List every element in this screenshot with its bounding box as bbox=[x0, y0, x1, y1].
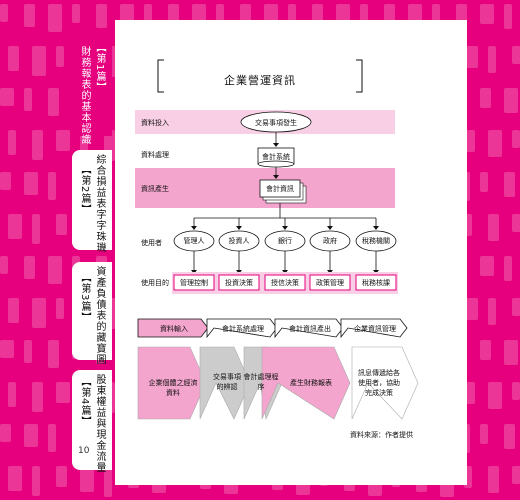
top-stage-label: 會計系統處理 bbox=[222, 325, 264, 333]
figure-title: 企業營運資訊 bbox=[224, 74, 296, 87]
top-stage-label: 會計資訊產出 bbox=[289, 325, 331, 333]
bottom-stage-label: 產生財務報表 bbox=[290, 379, 332, 387]
bottom-stage-label: 會計處理程序 bbox=[243, 373, 279, 391]
purpose-label: 政策管理 bbox=[316, 279, 344, 287]
user-ellipse bbox=[218, 230, 260, 252]
tab-4-title: 股東權益與現金流量 bbox=[94, 374, 105, 473]
tab-4-tag: 【第4篇】 bbox=[79, 376, 90, 428]
row-label-process: 資料處理 bbox=[141, 151, 169, 159]
bottom-stage-chevron bbox=[199, 346, 251, 420]
top-stage-chevron bbox=[274, 318, 344, 339]
user-ellipse bbox=[264, 230, 306, 252]
event-label: 交易事項發生 bbox=[255, 119, 297, 127]
bottom-stage-chevron bbox=[351, 346, 419, 420]
top-stage-label: 企業資訊管理 bbox=[354, 325, 396, 333]
user-ellipse bbox=[355, 230, 397, 252]
purpose-box bbox=[309, 274, 351, 291]
user-ellipse bbox=[309, 230, 351, 252]
purpose-label: 授信決策 bbox=[271, 279, 299, 287]
user-label: 政府 bbox=[323, 237, 337, 245]
user-label: 管理人 bbox=[183, 237, 205, 245]
bottom-stage-chevron bbox=[137, 346, 207, 420]
info-document bbox=[259, 179, 301, 198]
system-label: 會計系統 bbox=[262, 153, 290, 161]
row-label-users: 使用者 bbox=[141, 239, 162, 247]
tab-3-title: 資產負債表的藏寶圖 bbox=[94, 266, 105, 365]
bottom-stage-label: 訊息傳遞給各使用者，協助完成決策 bbox=[358, 369, 400, 397]
row-label-output: 資訊產生 bbox=[141, 185, 169, 193]
user-label: 投資人 bbox=[228, 237, 250, 245]
bottom-stage-chevron bbox=[261, 346, 351, 420]
purpose-label: 投資決策 bbox=[225, 279, 253, 287]
top-stage-chevron bbox=[206, 318, 278, 339]
page-number: 10 bbox=[78, 446, 90, 456]
purpose-box bbox=[218, 274, 260, 291]
purpose-label: 稅務核課 bbox=[362, 279, 390, 287]
sidebar-tab-2[interactable]: 【第2篇】 綜合損益表字字珠璣 bbox=[72, 150, 112, 253]
bottom-stage-label: 交易事項的辨認 bbox=[213, 373, 241, 391]
tab-1-title: 財務報表的基本認識 bbox=[79, 46, 90, 145]
tab-2-tag: 【第2篇】 bbox=[79, 164, 90, 216]
user-label: 稅務機關 bbox=[362, 237, 390, 245]
title-bracket-left bbox=[157, 59, 164, 93]
title-bracket-right bbox=[356, 59, 363, 93]
bottom-stage-label: 企業個體之經濟資料 bbox=[148, 379, 198, 397]
tab-3-tag: 【第3篇】 bbox=[79, 272, 90, 324]
top-stage-chevron bbox=[340, 318, 408, 339]
top-stage-chevron bbox=[137, 318, 209, 338]
tab-1-tag: 【第1篇】 bbox=[94, 42, 105, 94]
row-label-input: 資料投入 bbox=[141, 119, 169, 127]
tab-2-title: 綜合損益表字字珠璣 bbox=[94, 154, 105, 253]
sidebar-tab-4[interactable]: 【第4篇】 股東權益與現金流量 bbox=[72, 370, 112, 473]
row-label-purpose: 使用目的 bbox=[141, 279, 169, 287]
source-note: 資料來源：作者提供 bbox=[350, 431, 413, 439]
purpose-label: 管理控制 bbox=[180, 279, 208, 287]
user-label: 銀行 bbox=[278, 237, 292, 245]
purpose-box bbox=[355, 274, 397, 291]
info-label: 會計資訊 bbox=[266, 185, 294, 193]
sidebar-tab-3[interactable]: 【第3篇】 資產負債表的藏寶圖 bbox=[72, 262, 112, 365]
user-ellipse bbox=[173, 230, 215, 252]
top-stage-label: 資料輸入 bbox=[160, 325, 188, 333]
sidebar-tab-1[interactable]: 【第1篇】 財務報表的基本認識 bbox=[72, 38, 112, 145]
purpose-box bbox=[173, 274, 215, 291]
purpose-box bbox=[264, 274, 306, 291]
